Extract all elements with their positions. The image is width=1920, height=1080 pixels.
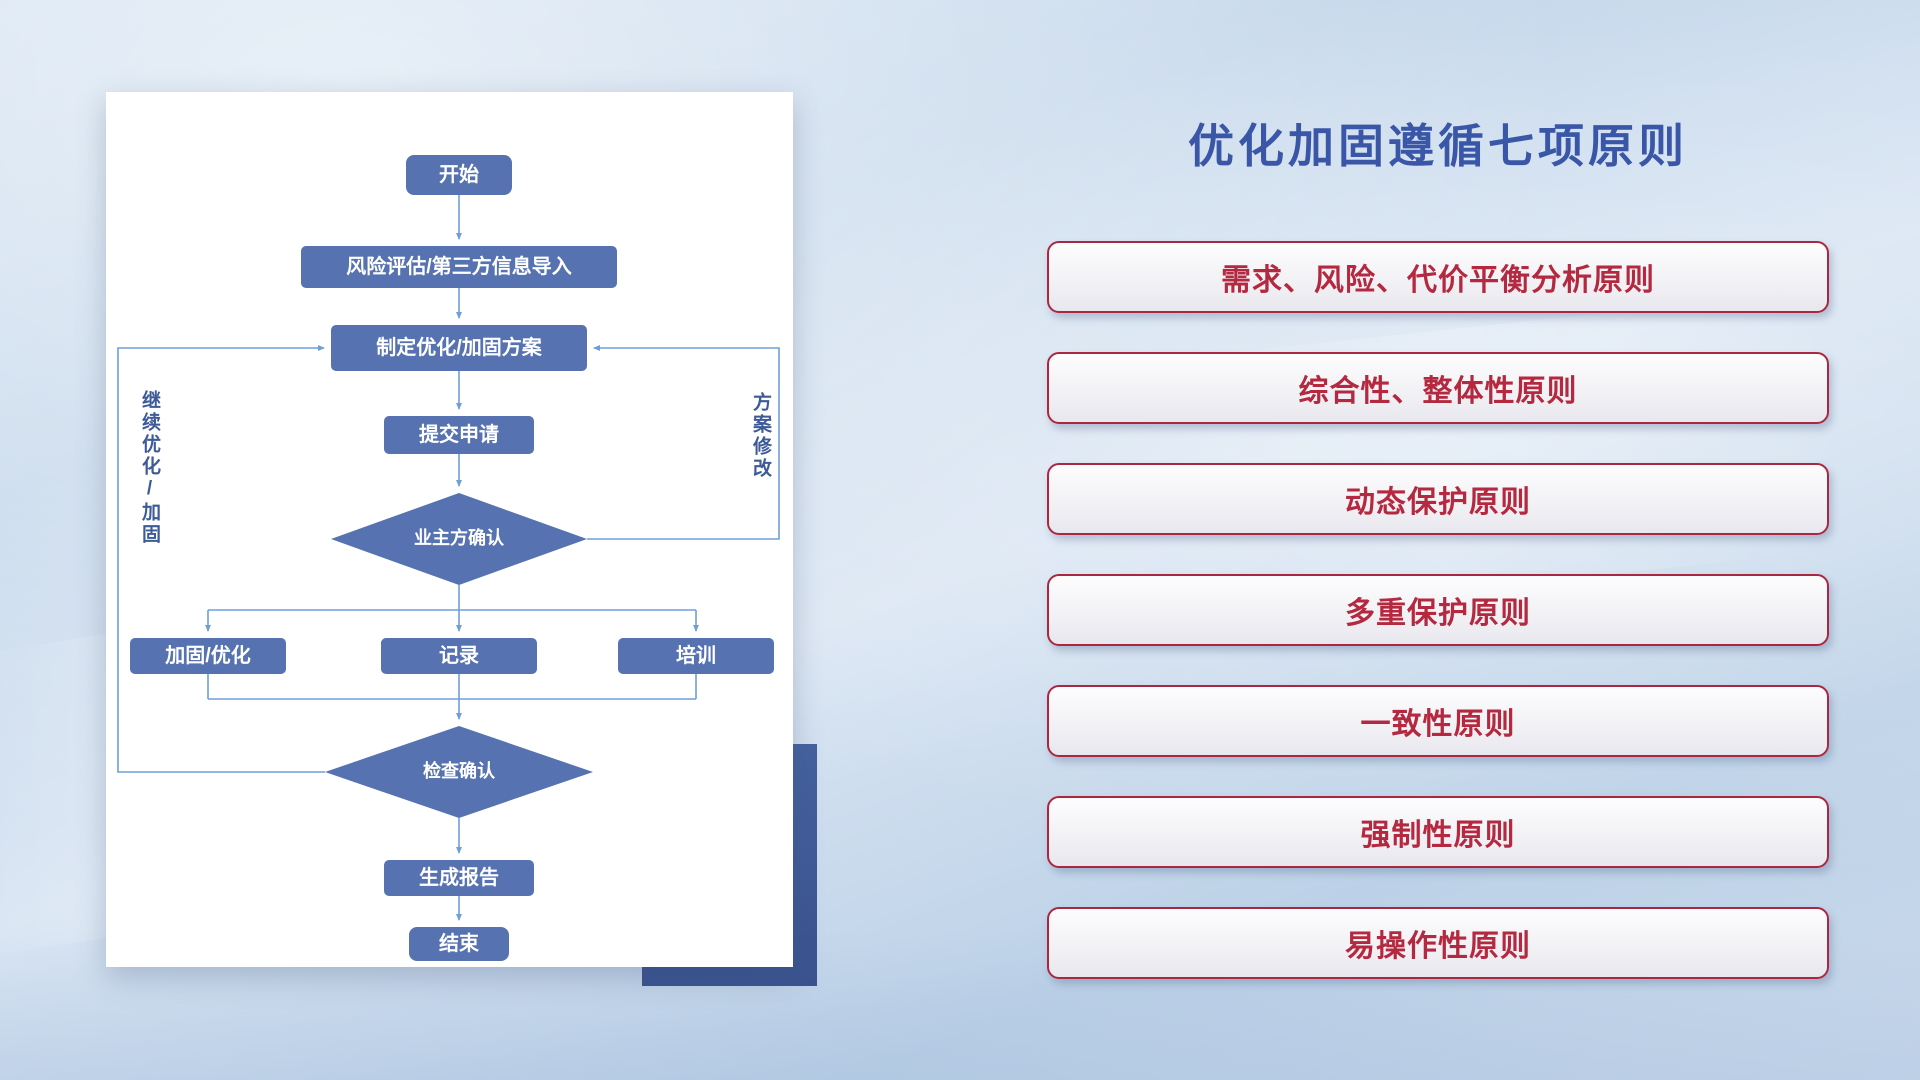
flowchart-node-submit: 提交申请 [384,416,534,454]
flowchart-node-start: 开始 [406,155,512,195]
flowchart-node-generate-report: 生成报告 [384,860,534,896]
principles-list: 需求、风险、代价平衡分析原则 综合性、整体性原则 动态保护原则 多重保护原则 一… [1047,241,1829,979]
edge-label-continue-optimize: 继续优化/加固 [139,390,160,546]
principle-box: 一致性原则 [1047,685,1829,757]
principle-box: 多重保护原则 [1047,574,1829,646]
flowchart-node-make-plan: 制定优化/加固方案 [331,325,587,371]
principle-box: 需求、风险、代价平衡分析原则 [1047,241,1829,313]
principle-box: 易操作性原则 [1047,907,1829,979]
principle-box: 综合性、整体性原则 [1047,352,1829,424]
flowchart-card: 开始 风险评估/第三方信息导入 制定优化/加固方案 提交申请 业主方确认 加固/… [106,92,793,967]
edge-label-plan-modify: 方案修改 [750,392,771,480]
principle-box: 强制性原则 [1047,796,1829,868]
page-title: 优化加固遵循七项原则 [1188,120,1688,172]
flowchart-connectors [117,195,780,921]
flowchart-node-end: 结束 [409,927,509,961]
flowchart-node-record: 记录 [381,638,537,674]
flowchart-node-harden-optimize: 加固/优化 [130,638,286,674]
principle-box: 动态保护原则 [1047,463,1829,535]
flowchart-node-training: 培训 [618,638,774,674]
flowchart-node-risk-import: 风险评估/第三方信息导入 [301,246,617,288]
